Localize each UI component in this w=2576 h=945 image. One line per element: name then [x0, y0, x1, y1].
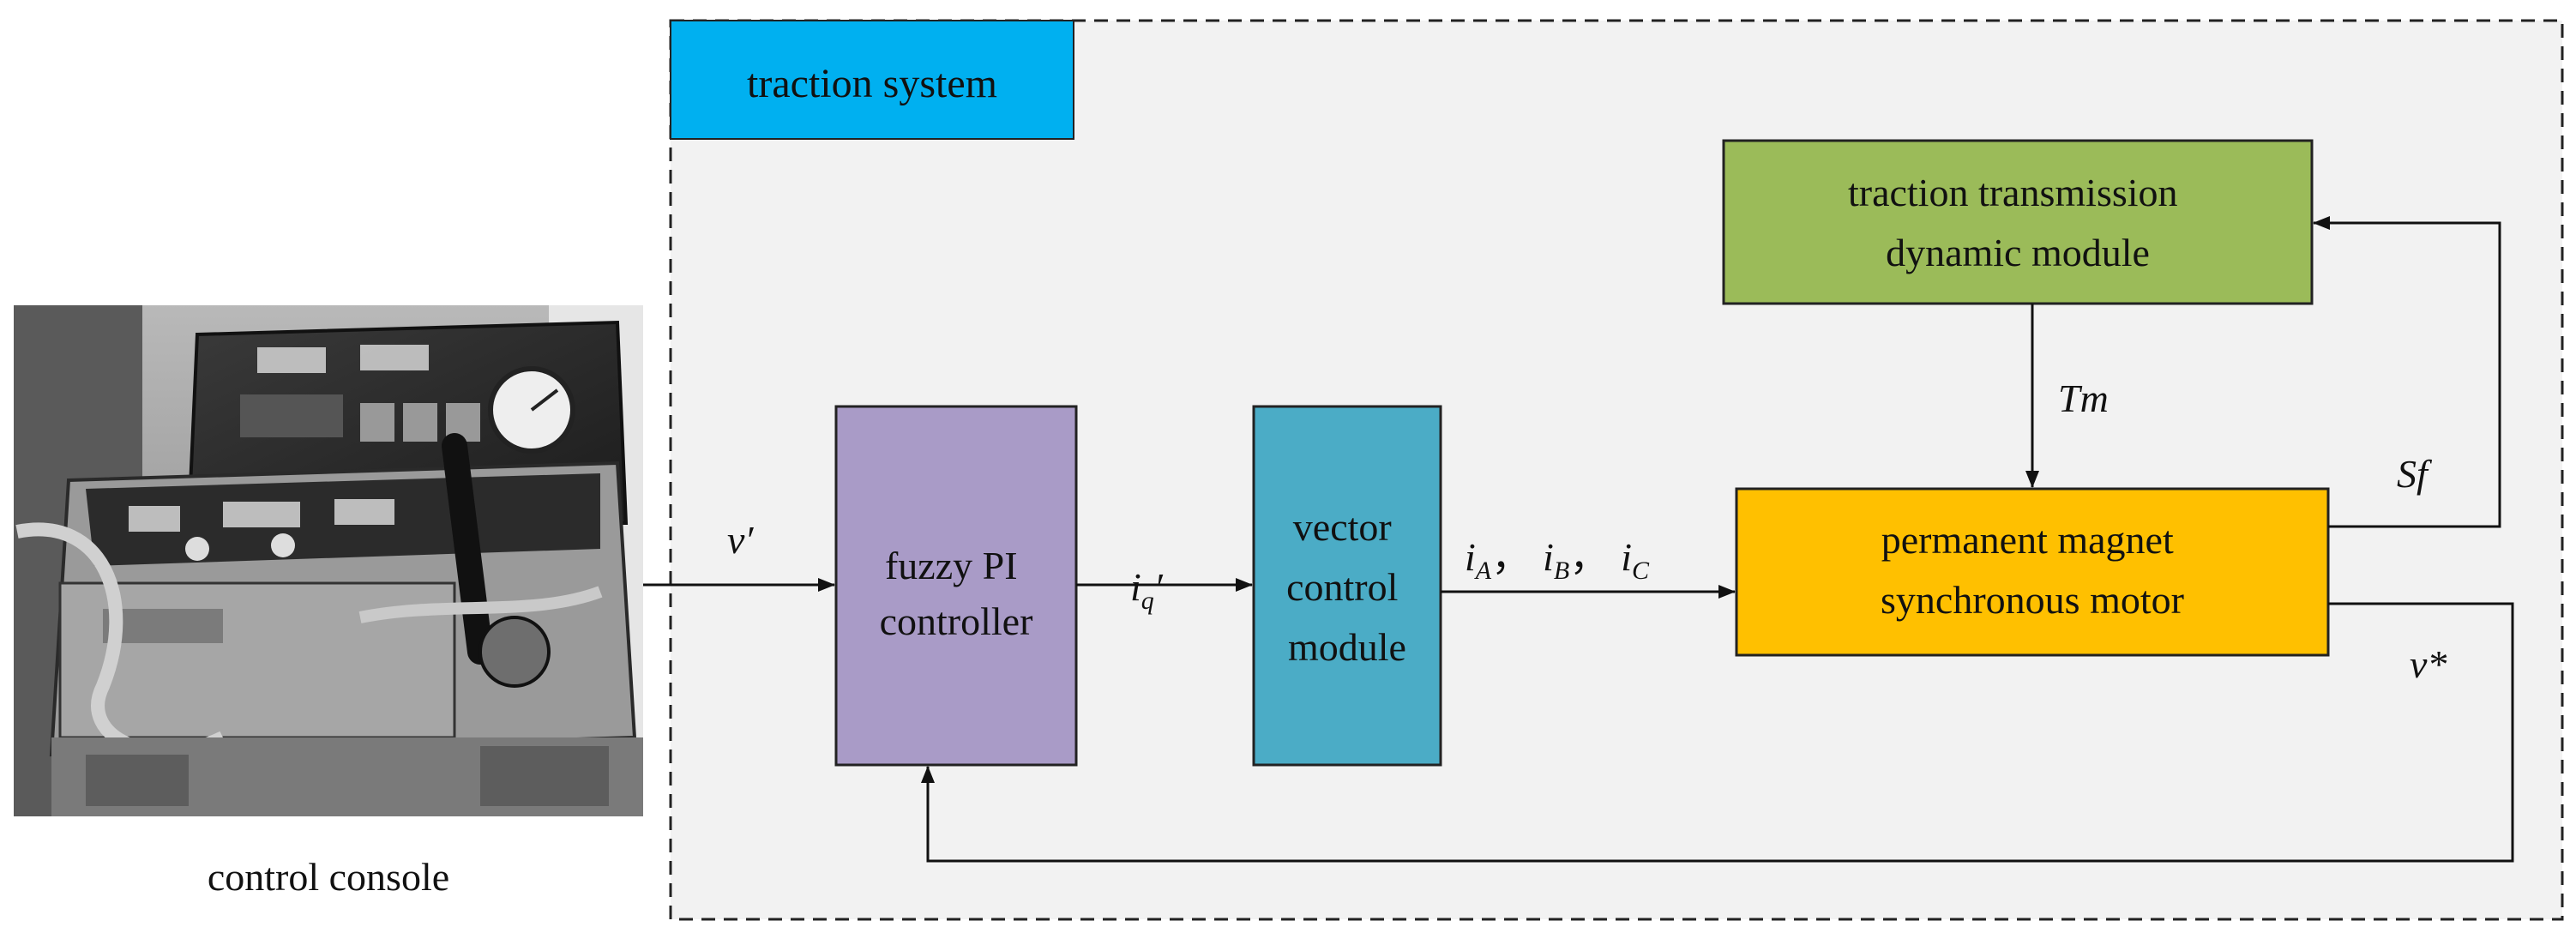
control-console-caption: control console: [208, 855, 449, 899]
traction-system-title: traction system: [747, 61, 997, 106]
arrow-pmsm-to-fuzzy-feedback: [921, 602, 2514, 863]
signal-tm: Tm: [2058, 376, 2109, 420]
signal-sf: Sf: [2397, 452, 2433, 496]
pmsm-label: permanent magnet synchronous motor: [1881, 518, 2184, 622]
fuzzy-pi-controller-block: [834, 405, 1078, 767]
traction-system-title-box: [670, 20, 1074, 140]
vector-control-module-label: vector control module: [1286, 505, 1408, 669]
signal-phase-currents: iA，iB，iC: [1465, 535, 1650, 585]
traction-transmission-block: [1722, 139, 2314, 305]
signal-iq-prime: iq′: [1130, 565, 1164, 615]
vector-control-module-block: [1252, 405, 1442, 767]
pmsm-block: [1735, 487, 2330, 657]
control-console-photo: [14, 305, 643, 816]
signal-v-prime: v′: [727, 518, 754, 562]
traction-transmission-label: traction transmission dynamic module: [1848, 171, 2188, 274]
fuzzy-pi-controller-label: fuzzy PI controller: [880, 544, 1033, 643]
arrow-pmsm-to-traction-feedback: [2313, 216, 2501, 528]
signal-v-star: v*: [2410, 642, 2447, 686]
